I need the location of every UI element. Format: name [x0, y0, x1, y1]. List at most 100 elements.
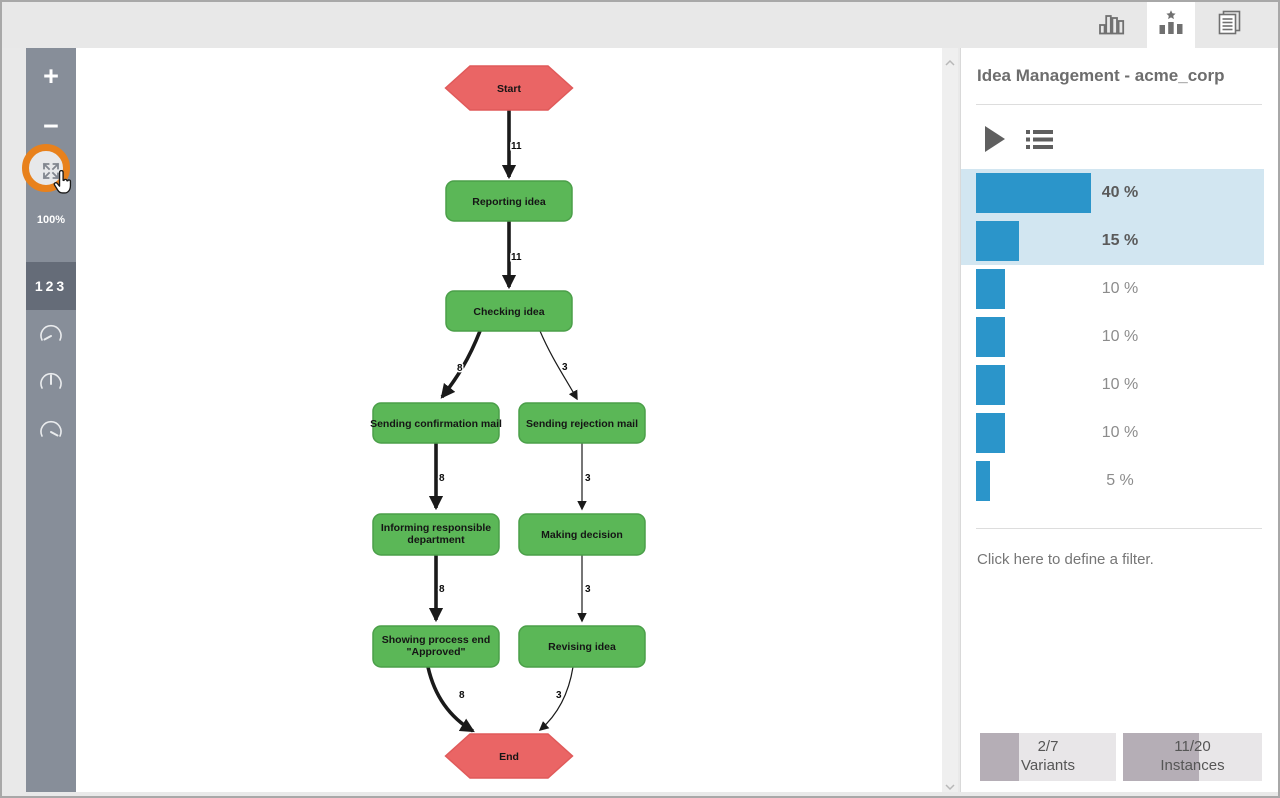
svg-text:Start: Start: [497, 83, 521, 95]
list-icon: [1026, 129, 1054, 154]
view-tabs: [1088, 2, 1254, 48]
documents-icon: [1217, 10, 1243, 41]
edge-count: 8: [457, 363, 463, 374]
node-informing-responsible-department[interactable]: [372, 513, 500, 556]
svg-text:Showing process end: Showing process end: [382, 634, 491, 646]
divider: [976, 104, 1262, 105]
zoom-in-button[interactable]: +: [43, 60, 59, 91]
gauge-mid-button[interactable]: [26, 364, 76, 404]
gauge-high-icon: [37, 417, 65, 448]
svg-text:Reporting idea: Reporting idea: [472, 196, 546, 208]
node-end[interactable]: [444, 733, 574, 779]
svg-text:Sending rejection mail: Sending rejection mail: [526, 418, 638, 430]
edge-checking-rejection[interactable]: [539, 330, 578, 401]
process-map-canvas[interactable]: 11 11 8 3 8 3 8 3 8 3 Start Reporting id…: [76, 48, 942, 792]
frequency-numbers-button[interactable]: 123: [26, 262, 76, 310]
scroll-up-icon[interactable]: [945, 54, 955, 66]
zoom-out-button[interactable]: −: [43, 110, 59, 141]
hand-cursor-icon: [52, 169, 73, 200]
left-toolbar: + − 100% 123: [22, 48, 76, 792]
zoom-level-label: 100%: [36, 214, 66, 226]
variant-percent-label: 40 %: [1101, 184, 1139, 201]
edge-count: 11: [511, 252, 522, 263]
variant-row[interactable]: 10 %: [961, 313, 1264, 361]
play-button[interactable]: [985, 126, 1006, 157]
fit-to-screen-button[interactable]: [34, 156, 68, 190]
svg-text:department: department: [407, 534, 465, 546]
stat-fill: [1123, 733, 1200, 781]
node-making-decision[interactable]: [518, 513, 646, 556]
right-panel: Idea Management - acme_corp: [960, 48, 1278, 792]
variant-row[interactable]: 10 %: [961, 361, 1264, 409]
variant-list-button[interactable]: [1026, 129, 1054, 154]
variant-percent-label: 10 %: [1101, 328, 1139, 345]
edge-count: 11: [511, 141, 522, 152]
node-sending-confirmation-mail[interactable]: [372, 402, 500, 444]
variant-bar: [976, 365, 1005, 405]
variant-percent-label: 10 %: [1101, 376, 1139, 393]
variant-row[interactable]: 40 %: [961, 169, 1264, 217]
variant-bar: [976, 269, 1005, 309]
divider: [976, 528, 1262, 529]
variant-bar: [976, 413, 1005, 453]
tab-frequency-chart[interactable]: [1088, 2, 1136, 48]
gauge-high-button[interactable]: [26, 412, 76, 452]
node-checking-idea[interactable]: [445, 290, 573, 332]
svg-text:Revising idea: Revising idea: [548, 641, 616, 653]
top-bar: [2, 2, 1278, 48]
edge-showing-end[interactable]: [426, 666, 475, 733]
gauge-low-icon: [37, 321, 65, 352]
svg-text:End: End: [499, 751, 519, 763]
svg-text:Making decision: Making decision: [541, 529, 623, 541]
bar-chart-icon: [1099, 11, 1125, 40]
play-icon: [985, 126, 1006, 157]
variant-row[interactable]: 10 %: [961, 265, 1264, 313]
edge-count: 8: [439, 473, 445, 484]
filter-prompt[interactable]: Click here to define a filter.: [977, 551, 1154, 568]
variant-row[interactable]: 15 %: [961, 217, 1264, 265]
edge-count: 3: [585, 584, 591, 595]
edge-revising-end[interactable]: [538, 666, 574, 731]
node-start[interactable]: [444, 65, 574, 111]
starred-bar-chart-icon: [1158, 9, 1184, 41]
gauge-low-button[interactable]: [26, 316, 76, 356]
fit-to-screen-icon: [39, 159, 63, 188]
edge-count: 3: [585, 473, 591, 484]
variant-percent-label: 10 %: [1101, 280, 1139, 297]
node-showing-process-end-approved[interactable]: [372, 625, 500, 668]
edge-count: 8: [439, 584, 445, 595]
svg-text:"Approved": "Approved": [407, 646, 466, 658]
variant-bar: [976, 317, 1005, 357]
svg-text:Sending confirmation mail: Sending confirmation mail: [370, 418, 502, 430]
variant-percent-label: 15 %: [1101, 232, 1139, 249]
variant-bar: [976, 221, 1020, 261]
tab-variants[interactable]: [1147, 2, 1195, 48]
highlight-ring: [22, 144, 70, 192]
node-revising-idea[interactable]: [518, 625, 646, 668]
node-sending-rejection-mail[interactable]: [518, 402, 646, 444]
stat-fill: [980, 733, 1019, 781]
panel-toolbar: [985, 126, 1054, 157]
tab-log[interactable]: [1206, 2, 1254, 48]
variant-bar: [976, 173, 1091, 213]
variant-percent-label: 5 %: [1106, 472, 1134, 489]
scroll-down-icon[interactable]: [945, 778, 955, 791]
variant-list: 40 % 15 % 10 % 10 % 10 % 10 % 5 %: [961, 169, 1264, 505]
edge-count: 8: [459, 690, 465, 701]
edge-count: 3: [556, 690, 562, 701]
svg-text:Checking idea: Checking idea: [473, 306, 544, 318]
gauge-mid-icon: [37, 369, 65, 400]
variant-row[interactable]: 5 %: [961, 457, 1264, 505]
edge-checking-confirmation[interactable]: [440, 330, 482, 399]
variant-row[interactable]: 10 %: [961, 409, 1264, 457]
edge-count: 3: [562, 362, 568, 373]
variant-bar: [976, 461, 991, 501]
canvas-scrollbar[interactable]: [942, 48, 958, 792]
node-reporting-idea[interactable]: [445, 180, 573, 222]
